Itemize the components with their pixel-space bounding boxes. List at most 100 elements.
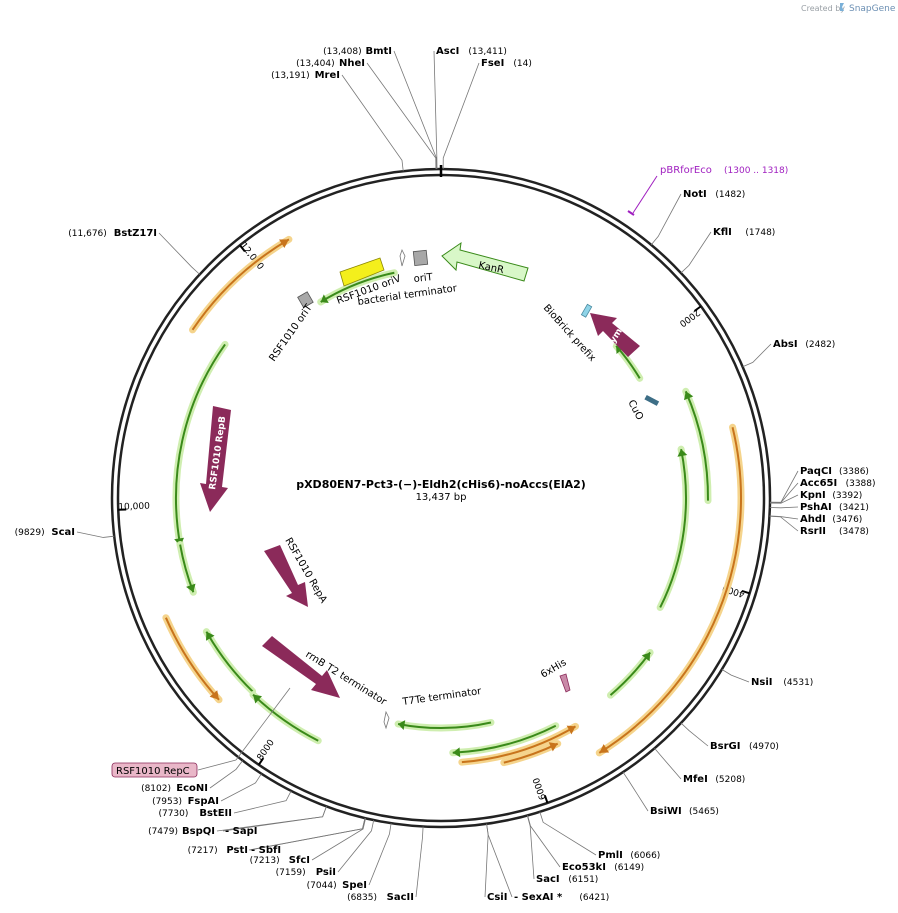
feature-kanr[interactable]: KanR: [441, 241, 529, 282]
restriction-site[interactable]: KpnI(3392): [769, 490, 862, 504]
site-position: (6151): [568, 875, 598, 885]
site-name: Acc65I: [800, 478, 837, 489]
site-name: RsrII: [800, 526, 826, 537]
orf-line[interactable]: [191, 238, 290, 331]
site-position: (9829): [15, 528, 45, 538]
site-leader-line: [311, 818, 366, 861]
orf-arrowhead: [641, 652, 651, 662]
restriction-site[interactable]: NheI(13,404): [296, 58, 437, 170]
site-leader-line: [233, 790, 292, 814]
orf-arrowhead: [452, 747, 461, 758]
orf-glow: [162, 614, 223, 704]
site-name: MreI: [315, 70, 340, 81]
restriction-site[interactable]: NsiI(4531): [721, 669, 813, 688]
site-leader-line: [337, 819, 375, 873]
t7te-terminator-marker[interactable]: [383, 710, 390, 730]
orf-arrowhead: [320, 294, 329, 303]
orf-arrowhead: [684, 391, 694, 401]
restriction-site[interactable]: ScaI(9829): [15, 527, 115, 538]
restriction-site[interactable]: BmtI(13,408): [323, 46, 437, 170]
restriction-site[interactable]: BstEII(7730): [158, 790, 292, 819]
restriction-site[interactable]: BsiWI(5465): [622, 771, 719, 817]
restriction-site[interactable]: FspAI(7953): [152, 773, 262, 807]
orf-line[interactable]: [659, 448, 687, 608]
ruler-tick: [239, 244, 246, 253]
orf-line[interactable]: [452, 724, 557, 754]
snapgene-brand-label: SnapGene: [849, 4, 896, 14]
orf-arrowhead: [566, 725, 576, 735]
site-position: (4970): [749, 742, 779, 752]
his-tag-marker[interactable]: [559, 673, 571, 693]
restriction-site[interactable]: BstZ17I (11,676): [68, 228, 200, 275]
restriction-site[interactable]: - SexAI *(6421): [486, 823, 610, 903]
feature-rrnb-region[interactable]: [262, 636, 340, 698]
restriction-site[interactable]: - SbfI: [248, 818, 366, 856]
site-name: PshAI: [800, 502, 832, 513]
ruler-label: 8000: [256, 738, 277, 763]
biobrick-prefix-marker[interactable]: [580, 303, 593, 318]
restriction-site[interactable]: PsiI(7159): [276, 819, 375, 878]
site-position: (3476): [832, 515, 862, 525]
feature-rsf1010-repb[interactable]: RSF1010 RepB: [200, 406, 231, 512]
site-position: (1482): [715, 190, 745, 200]
site-name: AscI: [436, 46, 459, 57]
primer-name: pBRforEco: [660, 165, 712, 176]
site-name: BspQI: [182, 826, 215, 837]
feature-rsf1010-oriv[interactable]: [339, 257, 385, 287]
restriction-site[interactable]: AbsI(2482): [742, 339, 836, 368]
restriction-site[interactable]: EcoNI(8102): [141, 760, 244, 794]
feature-cymr[interactable]: CymR: [590, 313, 640, 357]
rsf1010-orit-marker[interactable]: [297, 291, 314, 309]
feature-rsf1010-repc[interactable]: RSF1010 RepC: [111, 687, 291, 778]
site-position: (6835): [347, 893, 377, 903]
site-name: BstZ17I: [114, 228, 157, 239]
orf-line[interactable]: [397, 721, 492, 729]
cuo-marker[interactable]: [644, 394, 660, 406]
restriction-site[interactable]: MfeI(5208): [654, 748, 746, 785]
restriction-site[interactable]: NotI(1482): [650, 189, 745, 246]
restriction-site[interactable]: BsrGI(4970): [680, 722, 779, 752]
restriction-site[interactable]: SfcI(7213): [250, 818, 366, 866]
site-leader-line: [680, 231, 712, 274]
restriction-site[interactable]: PshAI (3421): [769, 502, 869, 513]
site-leader-line: [721, 669, 750, 683]
restriction-site[interactable]: Acc65I (3388): [769, 478, 876, 503]
site-position: (3388): [846, 479, 876, 489]
site-leader-line: [209, 760, 244, 789]
site-name: BmtI: [365, 46, 392, 57]
restriction-site[interactable]: RsrII(3478): [769, 515, 869, 537]
site-position: (3421): [839, 503, 869, 513]
restriction-site[interactable]: Eco53kI(6149): [527, 815, 645, 873]
restriction-site[interactable]: - SapI: [222, 806, 327, 837]
restriction-site[interactable]: KflI(1748): [680, 227, 775, 274]
ruler-label: 2000: [677, 307, 702, 329]
site-leader-line: [341, 74, 404, 172]
orf-line[interactable]: [461, 725, 577, 764]
site-position: (3392): [832, 491, 862, 501]
orf-line[interactable]: [684, 390, 709, 501]
site-position: (11,676): [68, 229, 107, 239]
feature-rsf1010-repa[interactable]: [264, 545, 308, 607]
restriction-site[interactable]: SacII(6835): [347, 826, 424, 903]
restriction-site[interactable]: AscI(13,411): [433, 46, 507, 170]
site-leader-line: [415, 826, 424, 898]
site-leader-line: [433, 50, 438, 170]
site-name: KflI: [713, 227, 732, 238]
site-name: BstEII: [199, 808, 232, 819]
kanr-label: KanR: [477, 260, 505, 276]
restriction-site[interactable]: SpeI(7044): [307, 823, 392, 891]
bacterial-terminator-marker[interactable]: [399, 248, 406, 267]
orf-line[interactable]: [175, 343, 226, 546]
restriction-site[interactable]: FseI(14): [442, 58, 532, 170]
restriction-site[interactable]: MreI(13,191): [271, 70, 404, 172]
site-position: (5465): [689, 807, 719, 817]
restriction-site[interactable]: SacI(6151): [526, 815, 598, 885]
site-position: (3386): [839, 467, 869, 477]
site-leader-line: [220, 773, 262, 802]
orf-line[interactable]: [598, 426, 742, 754]
orit-marker[interactable]: [412, 249, 429, 267]
restriction-site[interactable]: PmlI(6066): [539, 811, 661, 861]
site-leader-line: [442, 62, 480, 170]
primer-pbrforeco[interactable]: pBRforEco (1300 .. 1318): [627, 165, 788, 216]
site-leader-line: [484, 823, 489, 898]
